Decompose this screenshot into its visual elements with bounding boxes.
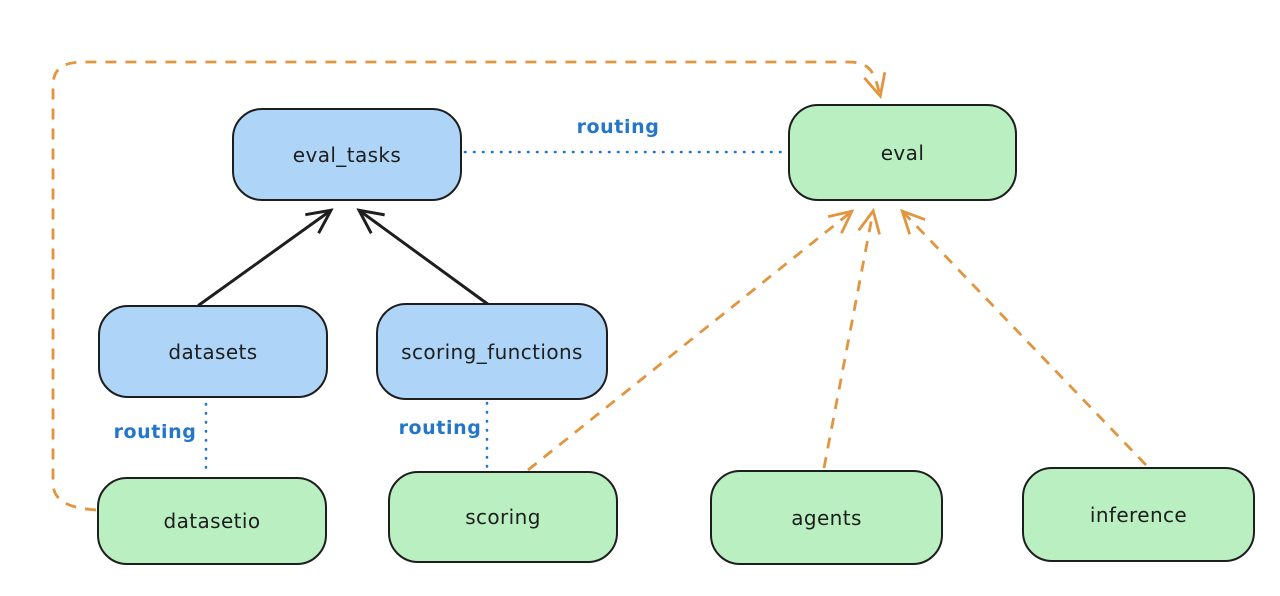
node-eval-tasks-label: eval_tasks (292, 142, 402, 167)
node-datasets: datasets (98, 305, 328, 398)
node-agents: agents (710, 470, 943, 565)
node-eval-label: eval (880, 140, 925, 165)
node-inference: inference (1022, 467, 1255, 562)
node-datasetio-label: datasetio (163, 509, 261, 533)
edge-inference-to-eval (903, 212, 1148, 466)
node-scoring: scoring (388, 471, 618, 563)
edge-datasetio-to-eval (51, 60, 880, 512)
edge-datasets-to-eval-tasks (197, 211, 330, 307)
edge-agents-to-eval (822, 212, 873, 469)
node-datasetio: datasetio (97, 477, 327, 565)
routing-label-scoring-functions-scoring: routing (398, 417, 482, 439)
edge-scoring-functions-to-eval-tasks (360, 211, 491, 307)
node-inference-label: inference (1089, 502, 1188, 527)
routing-label-eval-tasks-eval: routing (576, 116, 660, 138)
node-scoring-functions: scoring_functions (376, 303, 608, 400)
node-scoring-functions-label: scoring_functions (401, 339, 583, 364)
node-agents-label: agents (791, 505, 862, 530)
node-eval-tasks: eval_tasks (232, 108, 462, 201)
edge-scoring-to-eval (527, 212, 851, 472)
node-scoring-label: scoring (465, 505, 541, 529)
node-datasets-label: datasets (168, 339, 258, 364)
routing-label-datasets-datasetio: routing (113, 421, 197, 443)
node-eval: eval (788, 104, 1017, 201)
